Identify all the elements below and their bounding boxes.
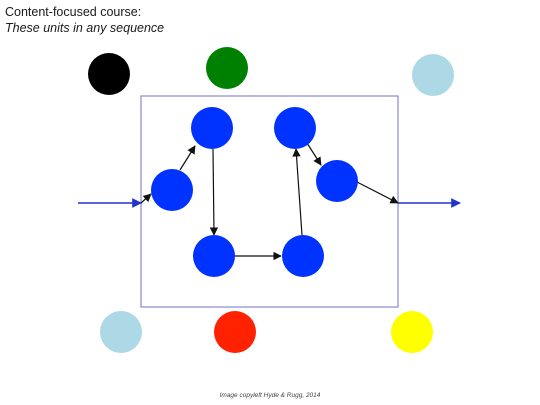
flow-arrow-unit-6-to-exit — [356, 181, 399, 204]
page-title: Content-focused course: — [5, 5, 142, 19]
course-unit-6 — [316, 160, 358, 202]
course-unit-2 — [191, 107, 233, 149]
outer-unit-red — [214, 311, 256, 353]
outer-unit-green — [206, 47, 248, 89]
course-unit-3 — [193, 235, 235, 277]
flow-arrow-unit-4-to-unit-5 — [292, 148, 303, 236]
page-subtitle: These units in any sequence — [5, 21, 165, 35]
outer-unit-lightblue-top — [412, 54, 454, 96]
flow-arrow-unit-1-to-unit-2 — [179, 145, 196, 171]
outer-unit-yellow — [391, 311, 433, 353]
flow-arrow-unit-2-to-unit-3 — [209, 148, 219, 236]
copyright-note: Image copyleft Hyde & Rugg, 2014 — [219, 392, 321, 399]
course-unit-1 — [151, 169, 193, 211]
course-unit-4 — [282, 235, 324, 277]
flow-arrow-entry-to-unit-1 — [140, 193, 152, 204]
outer-unit-lightblue-bottom — [100, 311, 142, 353]
outer-unit-black — [88, 53, 130, 95]
course-unit-5 — [274, 107, 316, 149]
flow-arrow-unit-5-to-unit-6 — [306, 142, 322, 166]
